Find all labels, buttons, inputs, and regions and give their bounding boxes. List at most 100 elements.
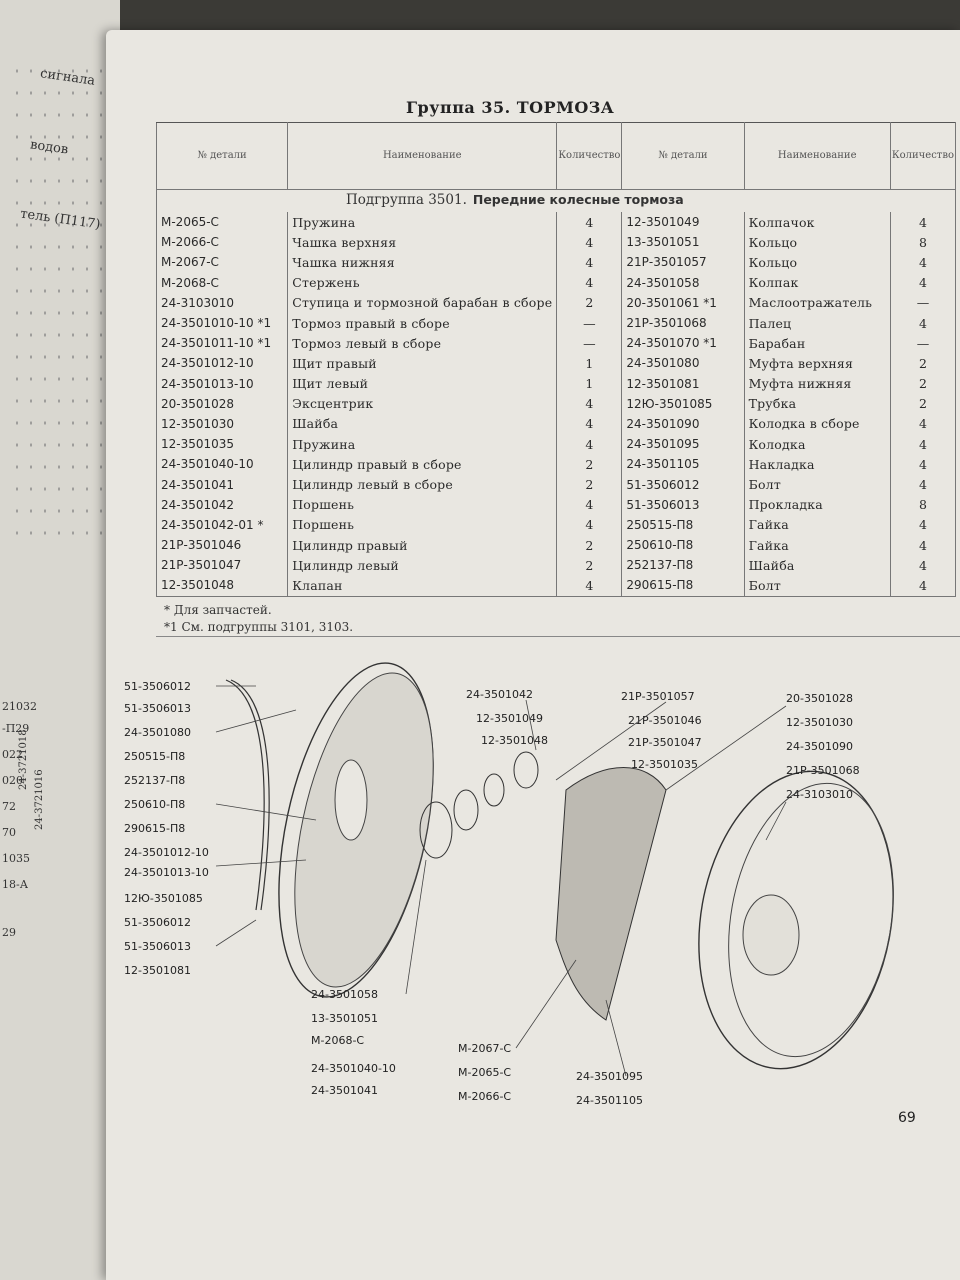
piston-shape <box>483 773 505 807</box>
part-name-cell: Муфта верхняя <box>743 353 891 374</box>
exploded-brake-drawing: 51-3506012 51-3506013 24-3501080 250515-… <box>124 662 894 1107</box>
part-name-cell: Трубка <box>743 393 891 414</box>
left-page-fragment: 022 <box>2 748 23 761</box>
parts-table: № детали Наименование Количество № детал… <box>155 122 957 597</box>
part-number-cell: 24-3501042-01 * <box>155 514 289 535</box>
part-number-cell: 51-3506013 <box>621 494 745 515</box>
left-page-fragment: 70 <box>2 826 16 839</box>
callout-label: 12-3501081 <box>124 964 191 977</box>
part-name-cell: Цилиндр левый в сборе <box>287 474 558 495</box>
callout-label: М-2067-С <box>458 1042 511 1055</box>
part-name-cell: Болт <box>743 474 891 495</box>
part-name-cell: Цилиндр правый <box>287 535 558 556</box>
part-name-cell: Колодка в сборе <box>743 413 891 435</box>
col-header-name: Наименование <box>743 122 891 190</box>
part-number-cell: 24-3501058 <box>621 272 745 293</box>
part-number-cell: 24-3501070 *1 <box>621 333 745 354</box>
part-number-cell: 24-3501080 <box>621 353 745 374</box>
quantity-cell: 2 <box>556 454 623 475</box>
wheel-cylinder-shape <box>419 801 453 859</box>
left-page-fragment: 21032 <box>2 700 37 713</box>
callout-label: 24-3501105 <box>576 1094 643 1107</box>
callout-label: 252137-П8 <box>124 774 185 787</box>
part-name-cell: Колодка <box>743 434 891 455</box>
brake-line <box>230 679 270 911</box>
callout-label: 250610-П8 <box>124 798 185 811</box>
part-number-cell: 290615-П8 <box>621 575 745 597</box>
quantity-cell: 4 <box>889 575 957 597</box>
callout-label: 290615-П8 <box>124 822 185 835</box>
part-number-cell: 13-3501051 <box>621 232 745 253</box>
part-name-cell: Прокладка <box>743 494 891 515</box>
leader-line <box>515 959 577 1049</box>
quantity-cell: — <box>556 312 623 334</box>
callout-label: 13-3501051 <box>311 1012 378 1025</box>
part-name-cell: Болт <box>743 575 891 597</box>
dot-leaders <box>10 60 110 540</box>
quantity-cell: 4 <box>889 434 957 455</box>
part-name-cell: Маслоотражатель <box>743 292 891 313</box>
part-name-cell: Пружина <box>287 434 558 455</box>
part-number-cell: 20-3501061 *1 <box>621 292 745 313</box>
part-number-cell: М-2066-С <box>155 232 289 253</box>
quantity-cell: 4 <box>889 474 957 495</box>
callout-label: М-2068-С <box>311 1034 364 1047</box>
quantity-cell: 4 <box>889 413 957 435</box>
subgroup-title: Передние колесные тормоза <box>472 192 684 207</box>
quantity-cell: 4 <box>889 555 957 576</box>
part-number-cell: 12-3501035 <box>155 434 289 455</box>
callout-label: 24-3501095 <box>576 1070 643 1083</box>
part-number-cell: 12-3501048 <box>155 575 289 597</box>
callout-label: 12Ю-3501085 <box>124 892 203 905</box>
callout-label: 24-3501090 <box>786 740 853 753</box>
part-number-cell: 252137-П8 <box>621 555 745 576</box>
quantity-cell: 2 <box>556 555 623 576</box>
quantity-cell: 8 <box>889 494 957 515</box>
leader-line <box>215 709 297 733</box>
left-page-fragment: 020 <box>2 774 23 787</box>
quantity-cell: 4 <box>556 434 623 455</box>
backing-plate-face <box>294 672 434 988</box>
part-name-cell: Муфта нижняя <box>743 373 891 394</box>
part-number-cell: 24-3501105 <box>621 454 745 475</box>
col-header-name: Наименование <box>287 122 558 190</box>
part-name-cell: Тормоз левый в сборе <box>287 333 558 354</box>
callout-label: 24-3501012-10 <box>124 846 209 859</box>
callout-label: 51-3506012 <box>124 680 191 693</box>
part-number-cell: 250515-П8 <box>621 514 745 535</box>
part-name-cell: Гайка <box>743 514 891 535</box>
part-number-cell: 21Р-3501046 <box>155 535 289 556</box>
callout-label: 24-3501042 <box>466 688 533 701</box>
quantity-cell: 1 <box>556 353 623 374</box>
left-page-fragment: -П29 <box>2 722 30 735</box>
callout-label: 12-3501030 <box>786 716 853 729</box>
part-name-cell: Пружина <box>287 212 558 233</box>
part-name-cell: Кольцо <box>743 232 891 253</box>
part-number-cell: 21Р-3501068 <box>621 312 745 334</box>
brake-shoe-shape <box>555 767 667 1021</box>
quantity-cell: 4 <box>556 212 623 233</box>
leader-line <box>665 705 787 791</box>
callout-label: 24-3103010 <box>786 788 853 801</box>
callout-label: 21Р-3501057 <box>621 690 695 703</box>
quantity-cell: 2 <box>889 393 957 414</box>
quantity-cell: 4 <box>889 212 957 233</box>
callout-label: 21Р-3501047 <box>628 736 702 749</box>
part-name-cell: Чашка верхняя <box>287 232 558 253</box>
part-name-cell: Щит правый <box>287 353 558 374</box>
quantity-cell: 1 <box>556 373 623 394</box>
catalog-page: Группа 35. ТОРМОЗА № детали Наименование… <box>106 30 960 1280</box>
quantity-cell: 4 <box>889 514 957 535</box>
quantity-cell: 4 <box>556 575 623 597</box>
quantity-cell: 4 <box>556 272 623 293</box>
part-name-cell: Поршень <box>287 494 558 515</box>
part-number-cell: М-2067-С <box>155 252 289 273</box>
left-page-fragment: 72 <box>2 800 16 813</box>
callout-label: 12-3501048 <box>481 734 548 747</box>
quantity-cell: 4 <box>889 535 957 556</box>
leader-line <box>555 701 667 781</box>
